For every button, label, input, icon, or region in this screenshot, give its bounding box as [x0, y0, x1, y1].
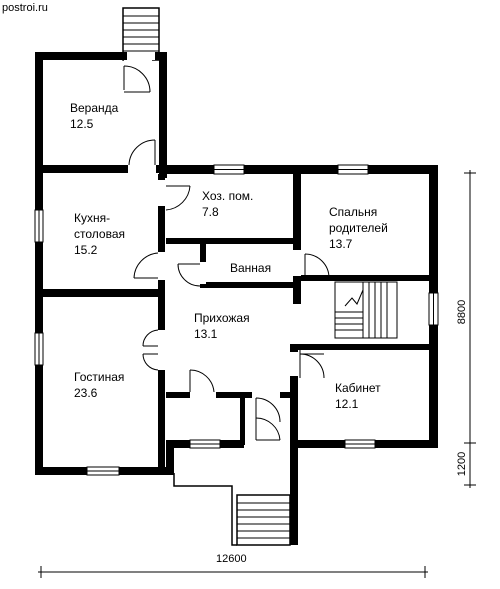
room-label-bathroom: Ванная	[230, 261, 271, 275]
dimension-height-porch-label: 1200	[456, 452, 468, 476]
dimension-width-label: 12600	[216, 553, 247, 565]
windows	[34, 164, 439, 476]
interior-staircase	[334, 281, 398, 339]
room-area-hall: 13.1	[194, 327, 218, 341]
doors	[123, 52, 330, 448]
dimension-bottom	[38, 566, 428, 578]
room-label-living: Гостиная	[74, 370, 124, 384]
room-label-office: Кабинет	[335, 381, 381, 395]
watermark: postroi.ru	[2, 2, 48, 14]
room-label-hall: Прихожая	[194, 311, 250, 325]
room-label-kitchen: Кухня-	[74, 211, 110, 225]
room-label-utility: Хоз. пом.	[202, 189, 253, 203]
room-area-living: 23.6	[74, 386, 98, 400]
front-stairs	[173, 473, 298, 546]
room-label-kitchen-2: столовая	[74, 227, 125, 241]
dimension-height-main-label: 8800	[456, 300, 468, 324]
room-label-bedroom-2: родителей	[329, 221, 388, 235]
room-area-bedroom: 13.7	[329, 237, 353, 251]
room-label-bedroom: Спальня	[329, 205, 377, 219]
back-stairs	[122, 7, 160, 61]
room-area-utility: 7.8	[202, 205, 219, 219]
room-labels: Веранда 12.5 Кухня- столовая 15.2 Хоз. п…	[70, 101, 388, 411]
room-area-office: 12.1	[335, 397, 359, 411]
room-area-veranda: 12.5	[70, 117, 94, 131]
room-label-veranda: Веранда	[70, 101, 119, 115]
dimension-right	[464, 170, 476, 488]
room-area-kitchen: 15.2	[74, 243, 98, 257]
